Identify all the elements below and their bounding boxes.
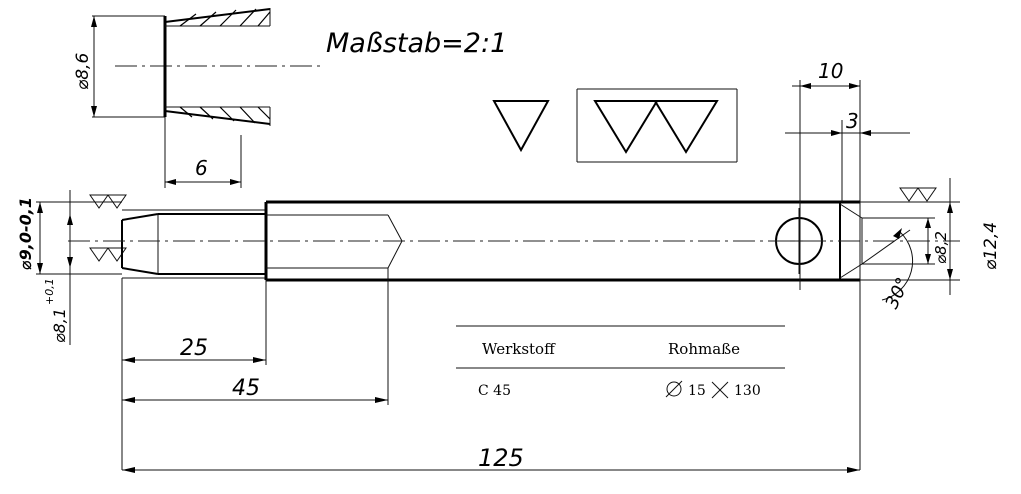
dim-3: 3 [846,109,859,133]
shaft-dimension-lines [36,80,960,473]
dim-25: 25 [180,336,208,361]
dim-outer-diameter: ⌀12,4 [981,222,1001,270]
dim-10: 10 [818,59,843,83]
material-table [456,325,785,399]
main-shaft-outline [68,200,960,282]
scale-label: Maßstab=2:1 [326,28,507,59]
dim-detail-length: 6 [195,156,208,180]
dim-top-detail-diameter: ⌀8,6 [73,53,93,90]
dim-45: 45 [232,376,260,401]
top-detail-section [91,8,320,188]
dim-left-small-diameter: ⌀8,1 [50,308,69,343]
dim-left-diameter: ⌀9,0-0,1 [16,197,35,270]
table-header-material: Werkstoff [482,340,556,358]
dim-left-small-tolerance: +0,1 [43,278,56,305]
surface-finish-symbols [89,88,937,262]
table-value-material: C 45 [478,383,511,399]
table-value-raw-length: 130 [734,383,761,399]
dim-125: 125 [478,444,524,472]
table-value-raw-diameter: 15 [688,383,706,399]
dim-right-bore-diameter: ⌀8,2 [932,231,950,264]
table-header-raw-dimensions: Rohmaße [668,340,740,358]
